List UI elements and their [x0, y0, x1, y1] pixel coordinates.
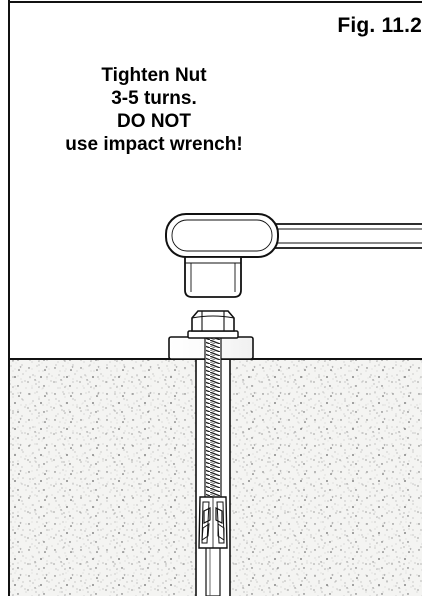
wedge-expansion-clip-icon	[198, 496, 228, 549]
hex-nut-icon	[191, 310, 235, 332]
instruction-line-3: DO NOT	[117, 111, 191, 132]
instruction-line-1: Tighten Nut	[101, 65, 207, 86]
washer-icon	[187, 330, 239, 339]
threaded-anchor-bolt-icon	[204, 317, 222, 596]
figure-label: Fig. 11.2	[337, 14, 422, 37]
instruction-text: Tighten Nut 3-5 turns. DO NOT use impact…	[18, 64, 290, 156]
instruction-line-4: use impact wrench!	[65, 134, 243, 155]
torque-wrench-icon	[165, 213, 422, 298]
instruction-line-2: 3-5 turns.	[111, 88, 197, 109]
